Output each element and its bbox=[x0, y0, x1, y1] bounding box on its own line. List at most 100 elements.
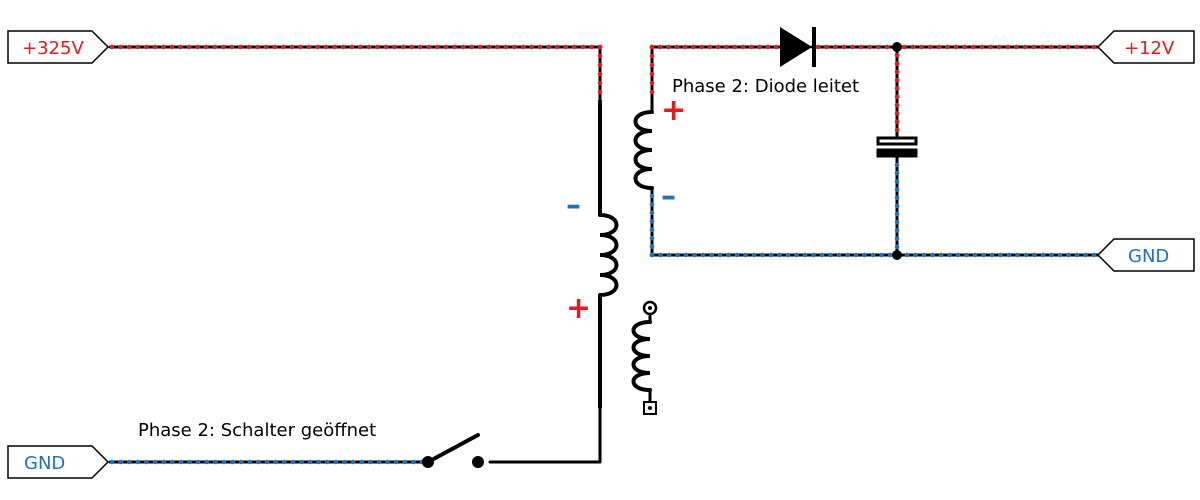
positive-net-dot bbox=[1039, 44, 1045, 50]
positive-net-dot bbox=[910, 44, 916, 50]
ground-net-dot bbox=[109, 459, 115, 465]
positive-net-dot bbox=[597, 71, 603, 77]
positive-net-dot bbox=[1005, 44, 1011, 50]
positive-net-dot bbox=[682, 44, 688, 50]
ground-net-dot bbox=[743, 252, 748, 258]
ground-net-dot bbox=[1023, 252, 1029, 258]
polarity-primary-top: – bbox=[566, 188, 581, 223]
positive-net-dot bbox=[919, 44, 924, 50]
ground-net-dot bbox=[692, 252, 697, 258]
ground-net-dot bbox=[700, 252, 706, 258]
ground-net-dot bbox=[836, 252, 842, 258]
ground-net-dot bbox=[894, 170, 900, 176]
positive-net-dot bbox=[894, 127, 900, 133]
positive-net-dot bbox=[1031, 44, 1036, 50]
ground-net-dot bbox=[187, 459, 192, 465]
transformer-primary-winding bbox=[598, 100, 619, 408]
positive-net-dot bbox=[118, 44, 123, 50]
ground-net-dot bbox=[870, 252, 876, 258]
positive-net-dot bbox=[460, 44, 466, 50]
ground-net-dot bbox=[178, 459, 184, 465]
ground-net-dot bbox=[144, 459, 149, 465]
positive-net-dot bbox=[979, 44, 985, 50]
ground-net-dot bbox=[894, 195, 900, 201]
transformer-secondary-winding bbox=[633, 110, 654, 190]
ground-net-dot bbox=[1049, 252, 1054, 258]
ground-net-dot bbox=[169, 459, 175, 465]
ground-net-dot bbox=[802, 252, 808, 258]
positive-net-dot bbox=[953, 44, 959, 50]
port-gnd-secondary-label: GND bbox=[1128, 246, 1169, 267]
ground-net-dot bbox=[649, 218, 655, 224]
positive-net-dot bbox=[996, 44, 1002, 50]
ground-net-dot bbox=[964, 252, 969, 258]
positive-net-dot bbox=[178, 44, 183, 50]
positive-net-dot bbox=[1022, 44, 1028, 50]
positive-net-dot bbox=[691, 44, 696, 50]
positive-net-dot bbox=[546, 44, 551, 50]
positive-net-dot bbox=[649, 71, 655, 77]
positive-net-dot bbox=[340, 44, 346, 50]
positive-net-dot bbox=[1065, 44, 1071, 50]
positive-net-dot bbox=[894, 61, 900, 66]
positive-net-dot bbox=[1048, 44, 1054, 50]
ground-net-dot bbox=[649, 202, 655, 207]
positive-net-dot bbox=[186, 44, 192, 50]
ground-net-dot bbox=[845, 252, 850, 258]
ground-net-dot bbox=[376, 459, 382, 465]
ground-net-dot bbox=[385, 459, 390, 465]
ground-net-dot bbox=[894, 244, 900, 250]
ground-net-dot bbox=[930, 252, 935, 258]
positive-net-dot bbox=[529, 44, 534, 50]
positive-net-dot bbox=[649, 80, 655, 86]
positive-net-dot bbox=[255, 44, 260, 50]
ground-net-dot bbox=[894, 162, 900, 168]
positive-net-dot bbox=[832, 44, 838, 50]
positive-net-dot bbox=[537, 44, 543, 50]
positive-net-dot bbox=[707, 44, 713, 50]
positive-net-dot bbox=[109, 44, 115, 50]
ground-net-dot bbox=[921, 252, 927, 258]
positive-net-dot bbox=[597, 44, 603, 50]
ground-net-dot bbox=[230, 459, 235, 465]
ground-net-dot bbox=[290, 459, 296, 465]
positive-net-dot bbox=[375, 44, 380, 50]
positive-net-dot bbox=[649, 44, 655, 50]
positive-net-dot bbox=[195, 44, 200, 50]
positive-net-dot bbox=[674, 44, 680, 50]
ground-net-dot bbox=[649, 210, 655, 216]
ground-net-dot bbox=[118, 459, 123, 465]
ground-net-dot bbox=[998, 252, 1003, 258]
positive-net-dot bbox=[494, 44, 500, 50]
ground-net-dot bbox=[904, 252, 910, 258]
positive-net-dot bbox=[486, 44, 492, 50]
ground-net-dot bbox=[161, 459, 166, 465]
positive-net-dot bbox=[349, 44, 355, 50]
diode-state-annotation: Phase 2: Diode leitet bbox=[672, 76, 859, 97]
ground-net-dot bbox=[264, 459, 270, 465]
ground-net-dot bbox=[709, 252, 714, 258]
positive-net-dot bbox=[894, 53, 900, 58]
positive-net-dot bbox=[580, 44, 586, 50]
positive-net-dot bbox=[417, 44, 423, 50]
ground-net-dot bbox=[913, 252, 918, 258]
ground-net-dot bbox=[359, 459, 365, 465]
positive-net-dot bbox=[894, 94, 900, 100]
positive-net-dot bbox=[203, 44, 209, 50]
ground-net-dot bbox=[1015, 252, 1020, 258]
ground-net-dot bbox=[1066, 252, 1071, 258]
port-vin: +325V bbox=[7, 30, 110, 64]
positive-net-dot bbox=[597, 53, 603, 59]
positive-net-dot bbox=[503, 44, 509, 50]
positive-net-dot bbox=[512, 44, 517, 50]
ground-net-dot bbox=[324, 459, 330, 465]
positive-net-dot bbox=[748, 44, 754, 50]
wire-primary-return bbox=[488, 406, 602, 464]
ground-net-dot bbox=[213, 459, 218, 465]
ground-net-dot bbox=[862, 252, 867, 258]
positive-net-dot bbox=[649, 62, 655, 68]
port-gnd-primary: GND bbox=[7, 445, 110, 479]
port-vout-label: +12V bbox=[1124, 38, 1175, 59]
switch-open bbox=[422, 433, 484, 468]
positive-net-dot bbox=[426, 44, 432, 50]
